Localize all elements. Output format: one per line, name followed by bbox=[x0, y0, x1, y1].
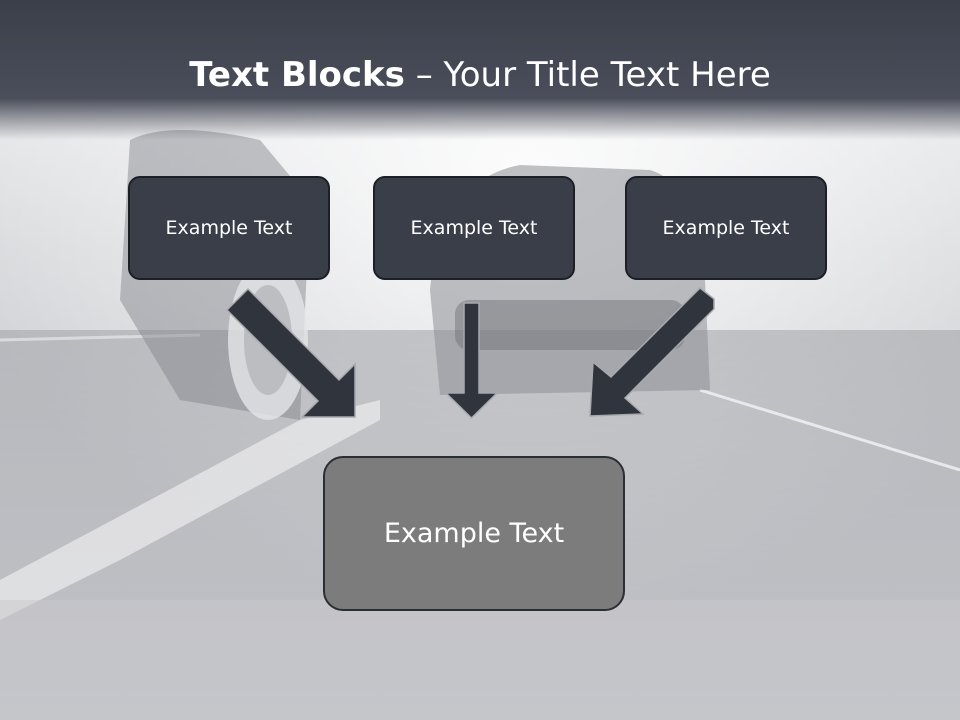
title-rest: – Your Title Text Here bbox=[404, 55, 771, 95]
title-band bbox=[0, 0, 960, 140]
text-block-1[interactable]: Example Text bbox=[128, 176, 330, 280]
text-block-3-label: Example Text bbox=[662, 217, 790, 239]
text-block-3[interactable]: Example Text bbox=[625, 176, 827, 280]
title-bold: Text Blocks bbox=[189, 55, 405, 95]
text-block-2-label: Example Text bbox=[410, 217, 538, 239]
slide-title: Text Blocks – Your Title Text Here bbox=[0, 52, 960, 98]
text-block-1-label: Example Text bbox=[165, 217, 293, 239]
result-block-label: Example Text bbox=[383, 518, 565, 549]
result-block[interactable]: Example Text bbox=[323, 456, 625, 611]
text-block-2[interactable]: Example Text bbox=[373, 176, 575, 280]
